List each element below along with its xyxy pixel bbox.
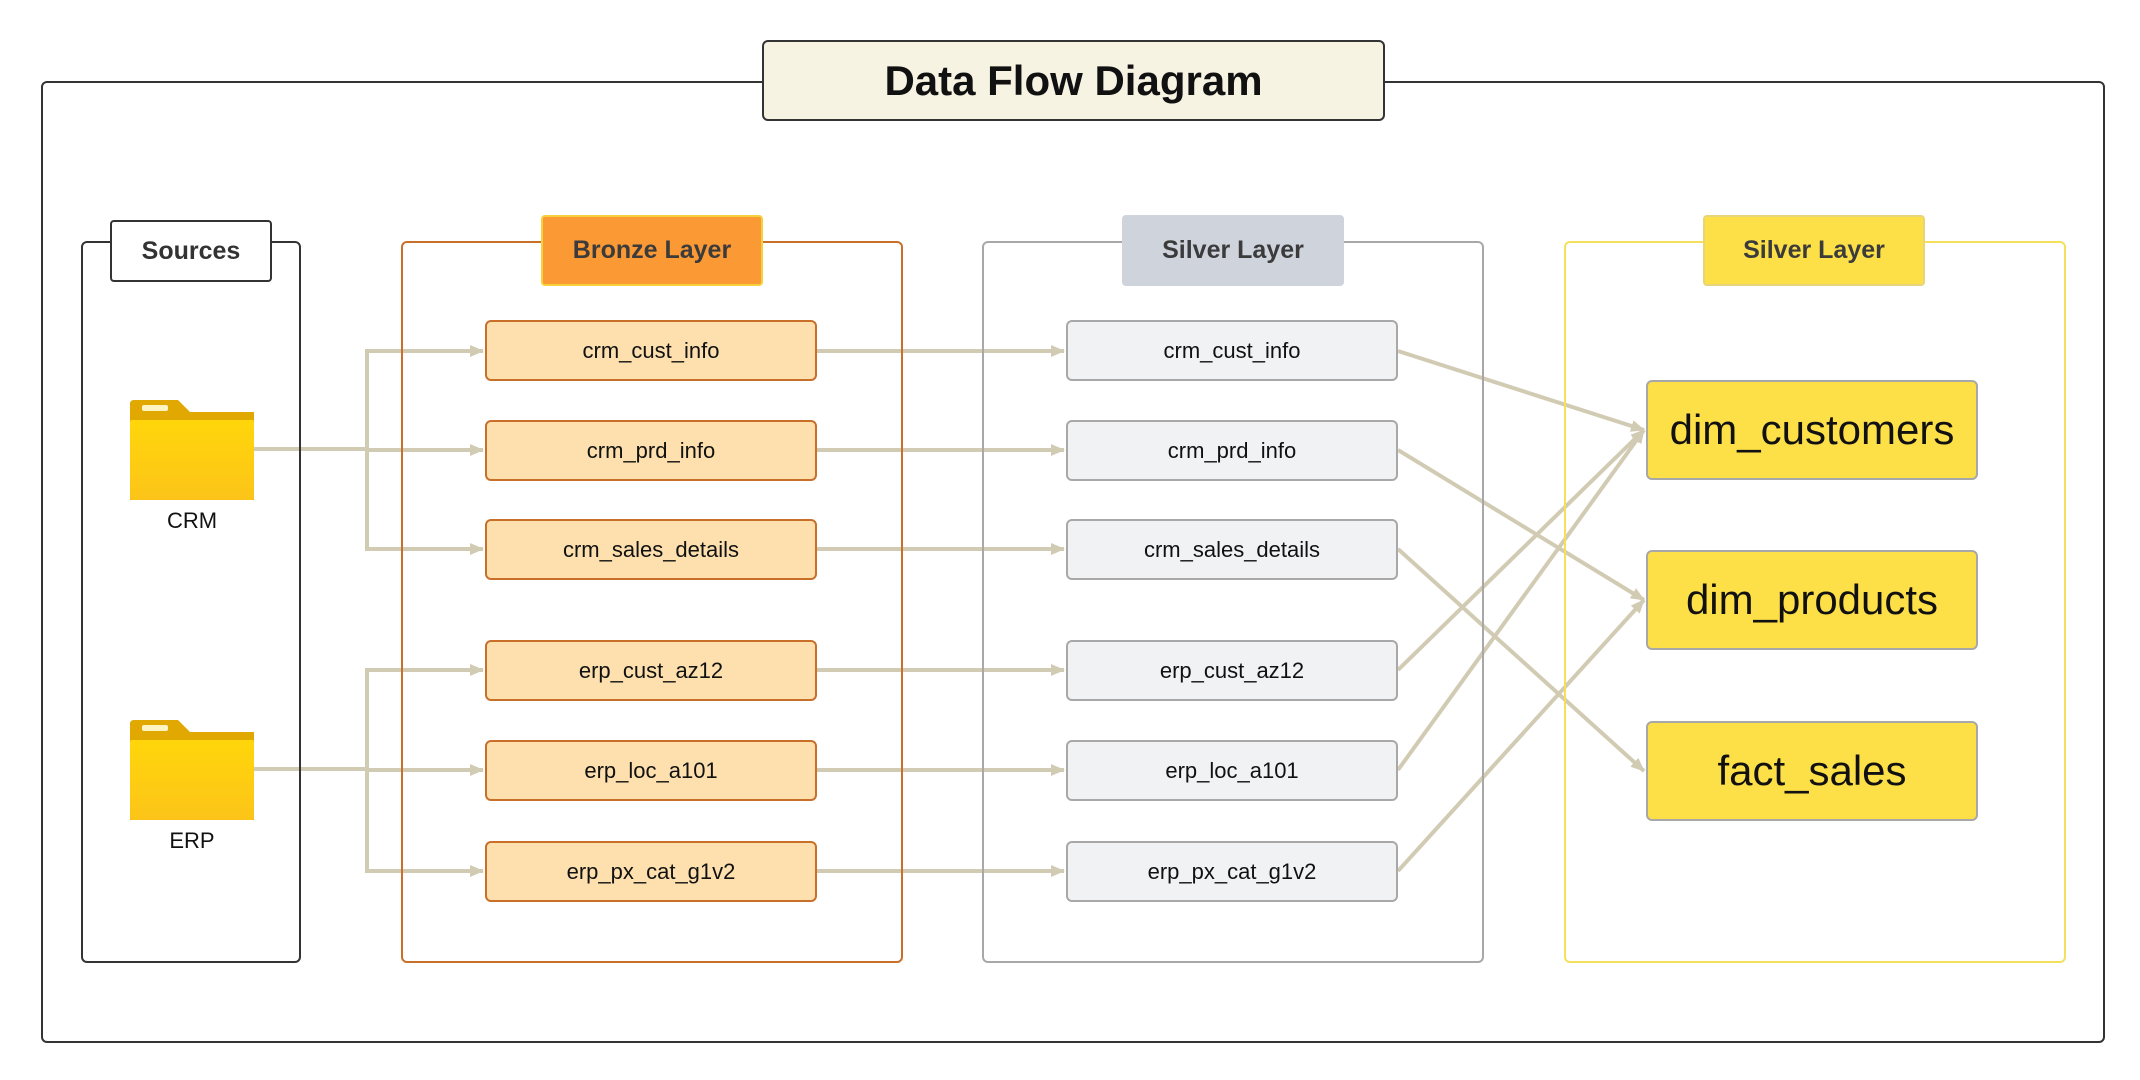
flow-arrow — [1396, 598, 1646, 873]
silver-table-erp-px-cat-g1v2[interactable]: erp_px_cat_g1v2 — [1066, 841, 1398, 902]
bronze-table-crm-sales-details[interactable]: crm_sales_details — [485, 519, 817, 580]
source-label-crm: CRM — [166, 508, 218, 533]
bronze-layer-label: Bronze Layer — [541, 215, 763, 286]
flow-arrow — [1396, 547, 1646, 773]
silver-table-crm-cust-info[interactable]: crm_cust_info — [1066, 320, 1398, 381]
bronze-table-erp-loc-a101[interactable]: erp_loc_a101 — [485, 740, 817, 801]
sources-label: Sources — [110, 220, 272, 282]
flow-arrow — [254, 447, 484, 555]
flow-arrow — [1396, 448, 1646, 602]
folder-icon — [130, 720, 254, 820]
flow-arrow — [1396, 428, 1646, 672]
silver-table-crm-prd-info[interactable]: crm_prd_info — [1066, 420, 1398, 481]
silver-layer-label: Silver Layer — [1122, 215, 1344, 286]
diagram-title: Data Flow Diagram — [762, 40, 1385, 121]
silver-table-erp-loc-a101[interactable]: erp_loc_a101 — [1066, 740, 1398, 801]
silver-table-erp-cust-az12[interactable]: erp_cust_az12 — [1066, 640, 1398, 701]
bronze-table-crm-cust-info[interactable]: crm_cust_info — [485, 320, 817, 381]
folder-icon — [130, 400, 254, 500]
gold-table-fact-sales[interactable]: fact_sales — [1646, 721, 1978, 821]
bronze-table-erp-px-cat-g1v2[interactable]: erp_px_cat_g1v2 — [485, 841, 817, 902]
gold-table-dim-products[interactable]: dim_products — [1646, 550, 1978, 650]
bronze-table-erp-cust-az12[interactable]: erp_cust_az12 — [485, 640, 817, 701]
sources-group — [81, 241, 301, 963]
silver-table-crm-sales-details[interactable]: crm_sales_details — [1066, 519, 1398, 580]
gold-layer-label: Silver Layer — [1703, 215, 1925, 286]
flow-arrow — [254, 767, 484, 877]
bronze-table-crm-prd-info[interactable]: crm_prd_info — [485, 420, 817, 481]
flow-arrow — [1396, 428, 1646, 772]
flow-arrow — [1397, 349, 1645, 432]
source-label-erp: ERP — [169, 828, 215, 853]
gold-table-dim-customers[interactable]: dim_customers — [1646, 380, 1978, 480]
